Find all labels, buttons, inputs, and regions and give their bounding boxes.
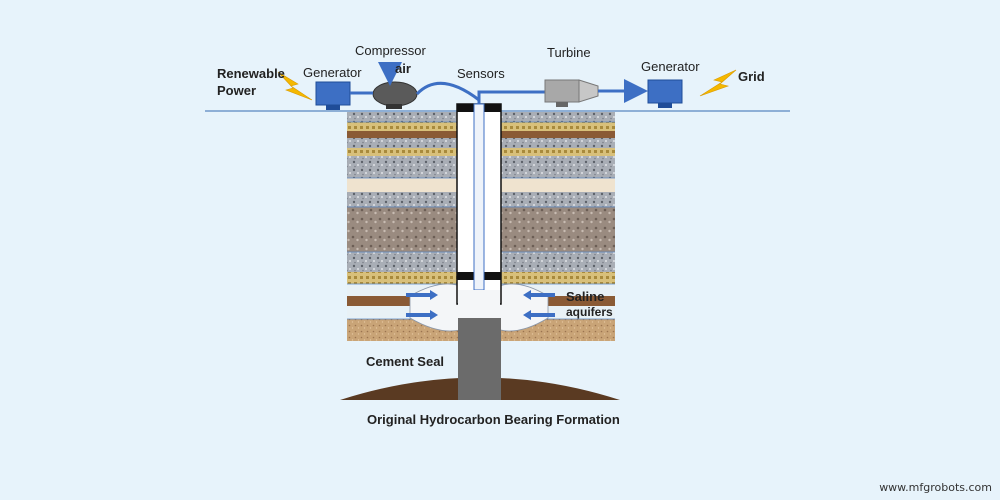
cement-seal-column bbox=[458, 318, 501, 400]
saline-aquifers-label-line2: aquifers bbox=[566, 305, 613, 319]
turbine-feed-pipe bbox=[477, 90, 545, 104]
turbine-label: Turbine bbox=[547, 45, 591, 60]
generator-icon bbox=[315, 81, 351, 110]
flow-arrows-right bbox=[523, 290, 555, 320]
turbine-icon bbox=[544, 79, 599, 107]
watermark: www.mfgrobots.com bbox=[879, 481, 992, 494]
flow-arrow-icon bbox=[523, 310, 555, 320]
saline-aquifers-label-line1: Saline bbox=[566, 289, 605, 304]
generator-right-label: Generator bbox=[641, 59, 700, 74]
well-casing bbox=[456, 103, 502, 318]
grid-label: Grid bbox=[738, 69, 765, 84]
renewable-power-label-line2: Power bbox=[217, 83, 257, 98]
cement-seal-label: Cement Seal bbox=[366, 354, 445, 369]
flow-arrow-icon bbox=[406, 290, 438, 300]
generator-left-label: Generator bbox=[303, 65, 362, 80]
lightning-bolt-icon bbox=[699, 69, 737, 97]
flow-arrow-icon bbox=[406, 310, 438, 320]
renewable-power-label-line1: Renewable bbox=[217, 66, 285, 81]
lightning-bolt-icon bbox=[277, 71, 313, 101]
formation-label: Original Hydrocarbon Bearing Formation bbox=[367, 412, 620, 427]
flow-arrows-left bbox=[406, 290, 438, 320]
compressor-label: Compressor bbox=[355, 43, 426, 58]
compressed-air-pipe bbox=[415, 81, 480, 102]
air-label: air bbox=[395, 61, 411, 76]
compressor-icon bbox=[350, 81, 418, 109]
flow-arrow-icon bbox=[523, 290, 555, 300]
generator-icon bbox=[647, 79, 683, 108]
sensors-label: Sensors bbox=[457, 66, 505, 81]
